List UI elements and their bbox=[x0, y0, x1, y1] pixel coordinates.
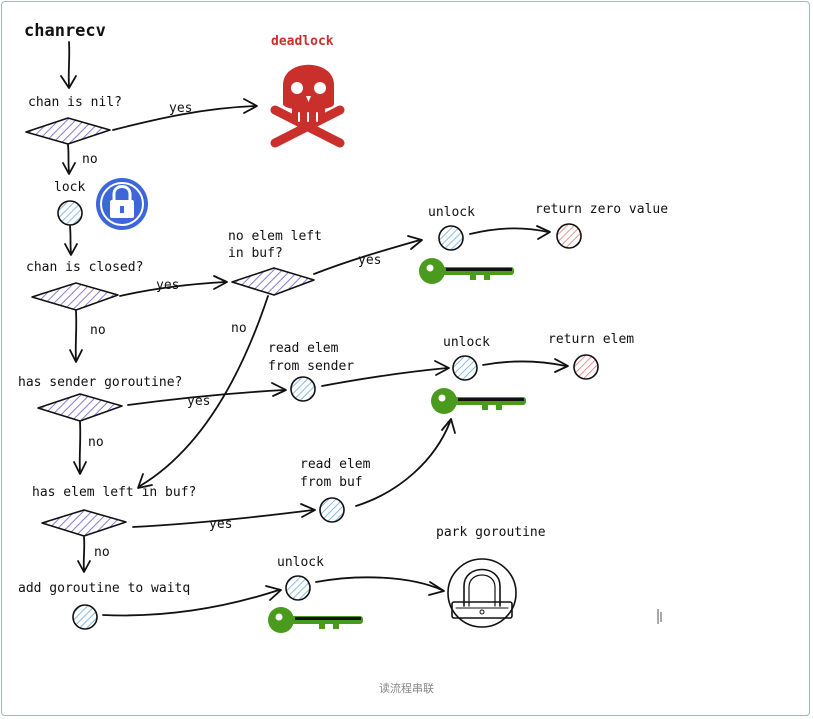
connector-read-sender-to-unlock2 bbox=[321, 360, 450, 387]
connector-sender-no-haselem bbox=[73, 421, 87, 475]
label-unlock-1: unlock bbox=[428, 205, 475, 220]
title-chanrecv: chanrecv bbox=[24, 21, 106, 41]
node-return-zero-value bbox=[556, 223, 582, 249]
decision-chan-is-nil bbox=[25, 117, 111, 145]
connector-nil-yes-deadlock bbox=[112, 98, 258, 131]
label-no-elem-left-line2: in buf? bbox=[228, 246, 283, 261]
edge-label-yes-2: yes bbox=[156, 278, 179, 293]
connector-sender-yes-read bbox=[127, 382, 287, 406]
node-unlock-1 bbox=[438, 225, 464, 251]
skull-crossbones-icon bbox=[270, 64, 345, 148]
edge-label-no-3: no bbox=[231, 321, 247, 336]
lock-icon bbox=[96, 178, 148, 230]
label-park-goroutine: park goroutine bbox=[436, 525, 546, 540]
label-add-goroutine-to-waitq: add goroutine to waitq bbox=[18, 581, 190, 596]
connector-unlock2-to-return-elem bbox=[482, 358, 569, 373]
connector-closed-yes-noelem bbox=[119, 275, 228, 297]
edge-label-no-4: no bbox=[88, 435, 104, 450]
key-icon-2 bbox=[431, 388, 526, 414]
edge-label-no-5: no bbox=[94, 545, 110, 560]
connector-noelem-yes-unlock1 bbox=[313, 235, 423, 275]
label-unlock-3: unlock bbox=[277, 555, 324, 570]
edge-label-no-2: no bbox=[90, 323, 106, 338]
caption: 读流程串联 bbox=[379, 682, 434, 695]
label-chan-is-nil: chan is nil? bbox=[28, 95, 122, 110]
decision-chan-is-closed bbox=[31, 282, 119, 311]
node-unlock-2 bbox=[452, 355, 478, 381]
connector-waitq-to-unlock3 bbox=[102, 585, 282, 617]
label-lock: lock bbox=[54, 180, 85, 195]
connector-lock-to-closed bbox=[64, 225, 78, 256]
node-unlock-3 bbox=[285, 575, 311, 601]
stray-mark bbox=[657, 609, 662, 624]
label-return-elem: return elem bbox=[548, 332, 634, 347]
label-unlock-2: unlock bbox=[443, 335, 490, 350]
label-read-elem-sender-line2: from sender bbox=[268, 359, 354, 374]
node-add-goroutine bbox=[72, 604, 98, 630]
label-read-elem-buf-line2: from buf bbox=[300, 475, 363, 490]
decision-no-elem-left bbox=[231, 267, 315, 296]
connector-noelem-no-haselem bbox=[137, 295, 269, 489]
connector-title-to-nil bbox=[60, 41, 77, 89]
node-read-elem-from-buf bbox=[319, 497, 345, 523]
node-read-elem-from-sender bbox=[290, 376, 316, 402]
edge-label-no-1: no bbox=[82, 152, 98, 167]
edge-label-yes-1: yes bbox=[169, 101, 192, 116]
connector-unlock1-to-return-zero bbox=[469, 225, 551, 240]
connector-readbuf-to-key2 bbox=[355, 418, 456, 507]
label-has-sender-goroutine: has sender goroutine? bbox=[18, 375, 182, 390]
connector-haselem-yes-readbuf bbox=[132, 503, 316, 528]
connector-unlock3-to-park bbox=[315, 576, 445, 596]
connector-haselem-no-waitq bbox=[77, 536, 91, 573]
label-no-elem-left-line1: no elem left bbox=[228, 229, 322, 244]
label-has-elem-left-in-buf: has elem left in buf? bbox=[32, 485, 196, 500]
decision-has-elem-left bbox=[41, 509, 127, 537]
decision-has-sender bbox=[37, 393, 123, 422]
node-return-elem bbox=[573, 354, 599, 380]
connector-closed-no-sender bbox=[69, 310, 83, 363]
connector-nil-no-lock bbox=[62, 144, 76, 175]
label-read-elem-sender-line1: read elem bbox=[268, 341, 339, 356]
key-icon-3 bbox=[268, 607, 363, 633]
node-lock bbox=[57, 200, 83, 226]
label-return-zero-value: return zero value bbox=[535, 202, 668, 217]
label-read-elem-buf-line1: read elem bbox=[300, 457, 371, 472]
label-chan-is-closed: chan is closed? bbox=[26, 260, 143, 275]
padlock-icon bbox=[447, 558, 517, 628]
key-icon-1 bbox=[419, 258, 514, 284]
deadlock-label: deadlock bbox=[271, 34, 334, 49]
